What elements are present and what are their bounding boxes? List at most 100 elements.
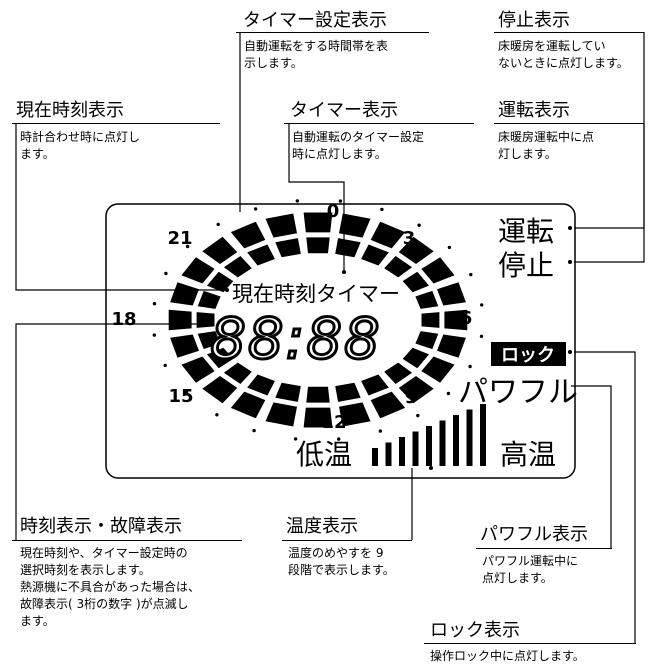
outer-segment-7 xyxy=(421,356,455,383)
dial-number-0: 0 xyxy=(327,201,340,222)
hour-dot-19 xyxy=(164,271,168,276)
inner-segment-16 xyxy=(197,331,221,350)
timer-label: タイマー xyxy=(316,282,400,306)
inner-segment-14 xyxy=(223,362,252,384)
inner-segment-5 xyxy=(421,312,440,328)
hour-dot-11 xyxy=(337,437,341,441)
hour-dot-20 xyxy=(185,244,190,249)
inner-segment-20 xyxy=(223,256,252,278)
outer-segment-21 xyxy=(230,221,266,249)
timer-setting-desc: 自動運転をする時間帯を表 示します。 xyxy=(244,39,389,70)
outer-segment-13 xyxy=(230,391,266,419)
hour-dot-18 xyxy=(152,302,157,306)
hour-dot-4 xyxy=(469,272,473,277)
temperature-bar-4 xyxy=(412,431,419,466)
temperature-bar-9 xyxy=(480,404,486,466)
running-desc: 床暖房運転中に点 灯します。 xyxy=(498,130,595,161)
temperature-bar-5 xyxy=(426,426,432,466)
time-error-desc: 現在時刻や、タイマー設定時の 選択時刻を表示します。 熱源機に不具合があった場合… xyxy=(20,546,201,628)
hour-dot-12 xyxy=(293,437,298,441)
lock-title: ロック表示 xyxy=(430,620,520,641)
leader-stop xyxy=(574,32,645,263)
temperature-rule xyxy=(282,540,412,541)
outer-segment-1 xyxy=(370,221,406,249)
temperature-bar-7 xyxy=(453,415,459,466)
outer-segment-6 xyxy=(437,334,466,358)
running-title: 運転表示 xyxy=(498,100,570,121)
hour-dot-21 xyxy=(216,222,220,227)
outer-segment-20 xyxy=(202,236,238,264)
current-time-label: 現在時刻 xyxy=(232,282,316,306)
hour-dot-16 xyxy=(163,363,167,368)
stop-dot xyxy=(568,260,572,264)
hour-dot-9 xyxy=(416,413,420,418)
timer-dot xyxy=(342,270,346,274)
leader-timer xyxy=(288,123,345,270)
high-temp-label: 高温 xyxy=(500,438,556,471)
inner-segment-0 xyxy=(335,238,361,258)
outer-segment-5 xyxy=(444,309,468,331)
dial-number-12: 12 xyxy=(321,412,346,433)
running-dot xyxy=(568,226,572,230)
leader-powerful xyxy=(571,385,612,548)
hour-dot-5 xyxy=(480,303,484,307)
leader-lock xyxy=(574,351,636,643)
outer-segment-14 xyxy=(202,376,238,404)
outer-segment-10 xyxy=(339,402,371,427)
timer-setting-title: タイマー設定表示 xyxy=(243,10,387,31)
inner-segment-9 xyxy=(361,374,389,396)
inner-segment-21 xyxy=(247,244,275,266)
lock-rule xyxy=(424,643,636,644)
timer-title: タイマー表示 xyxy=(290,100,398,121)
inner-segment-13 xyxy=(247,374,275,396)
outer-segment-17 xyxy=(168,309,192,331)
outer-segment-16 xyxy=(170,334,199,358)
powerful-label: パワフル xyxy=(458,375,578,410)
powerful-title: パワフル表示 xyxy=(480,524,588,545)
outer-segment-9 xyxy=(370,391,406,419)
dial-number-3: 3 xyxy=(403,228,416,249)
hour-dot-22 xyxy=(253,207,258,211)
dial-number-18: 18 xyxy=(111,309,136,330)
inner-segment-23 xyxy=(306,237,330,254)
lcd-frame xyxy=(105,203,576,479)
dial-number-9: 9 xyxy=(405,387,418,408)
inner-segment-11 xyxy=(306,386,330,403)
timer-rule xyxy=(284,123,474,124)
hour-dot-14 xyxy=(215,413,219,417)
stop-label: 停止 xyxy=(498,249,554,282)
lock-dot xyxy=(568,350,572,354)
hour-dots xyxy=(152,199,484,441)
lock-label: ロック xyxy=(501,345,555,366)
hour-dot-3 xyxy=(447,245,452,250)
inner-segment-18 xyxy=(197,290,221,309)
temperature-bar-8 xyxy=(466,409,473,466)
timer-segment-ring xyxy=(168,212,468,428)
temperature-level-bars xyxy=(372,404,486,466)
outer-segment-11 xyxy=(303,407,333,428)
running-label: 運転 xyxy=(498,215,554,248)
hour-dot-17 xyxy=(152,333,156,337)
inner-segment-4 xyxy=(415,290,439,309)
dial-number-6: 6 xyxy=(460,308,473,329)
clock-left-dot xyxy=(225,288,229,292)
outer-segment-18 xyxy=(170,282,199,306)
temperature-bar-2 xyxy=(385,442,392,466)
inner-segment-1 xyxy=(361,244,389,266)
stop-desc: 床暖房を運転してい ないときに点灯します。 xyxy=(498,39,629,70)
outer-segment-19 xyxy=(181,257,215,284)
outer-segment-0 xyxy=(339,213,371,238)
hour-dot-6 xyxy=(479,334,484,338)
temperature-bar-1 xyxy=(372,448,378,466)
current-time-rule xyxy=(12,123,220,124)
leader-current-time xyxy=(15,123,226,291)
temperature-desc: 温度のめやすを 9 段階で表示します。 xyxy=(288,546,395,577)
outer-segment-8 xyxy=(398,376,434,404)
inner-segment-6 xyxy=(415,331,439,350)
outer-segment-4 xyxy=(437,282,466,306)
outer-segment-15 xyxy=(181,356,215,383)
hour-dot-23 xyxy=(295,199,299,203)
timer-setting-rule xyxy=(236,32,429,33)
lock-desc: 操作ロック中に点灯します。 xyxy=(430,649,585,663)
inner-segment-10 xyxy=(335,382,361,402)
